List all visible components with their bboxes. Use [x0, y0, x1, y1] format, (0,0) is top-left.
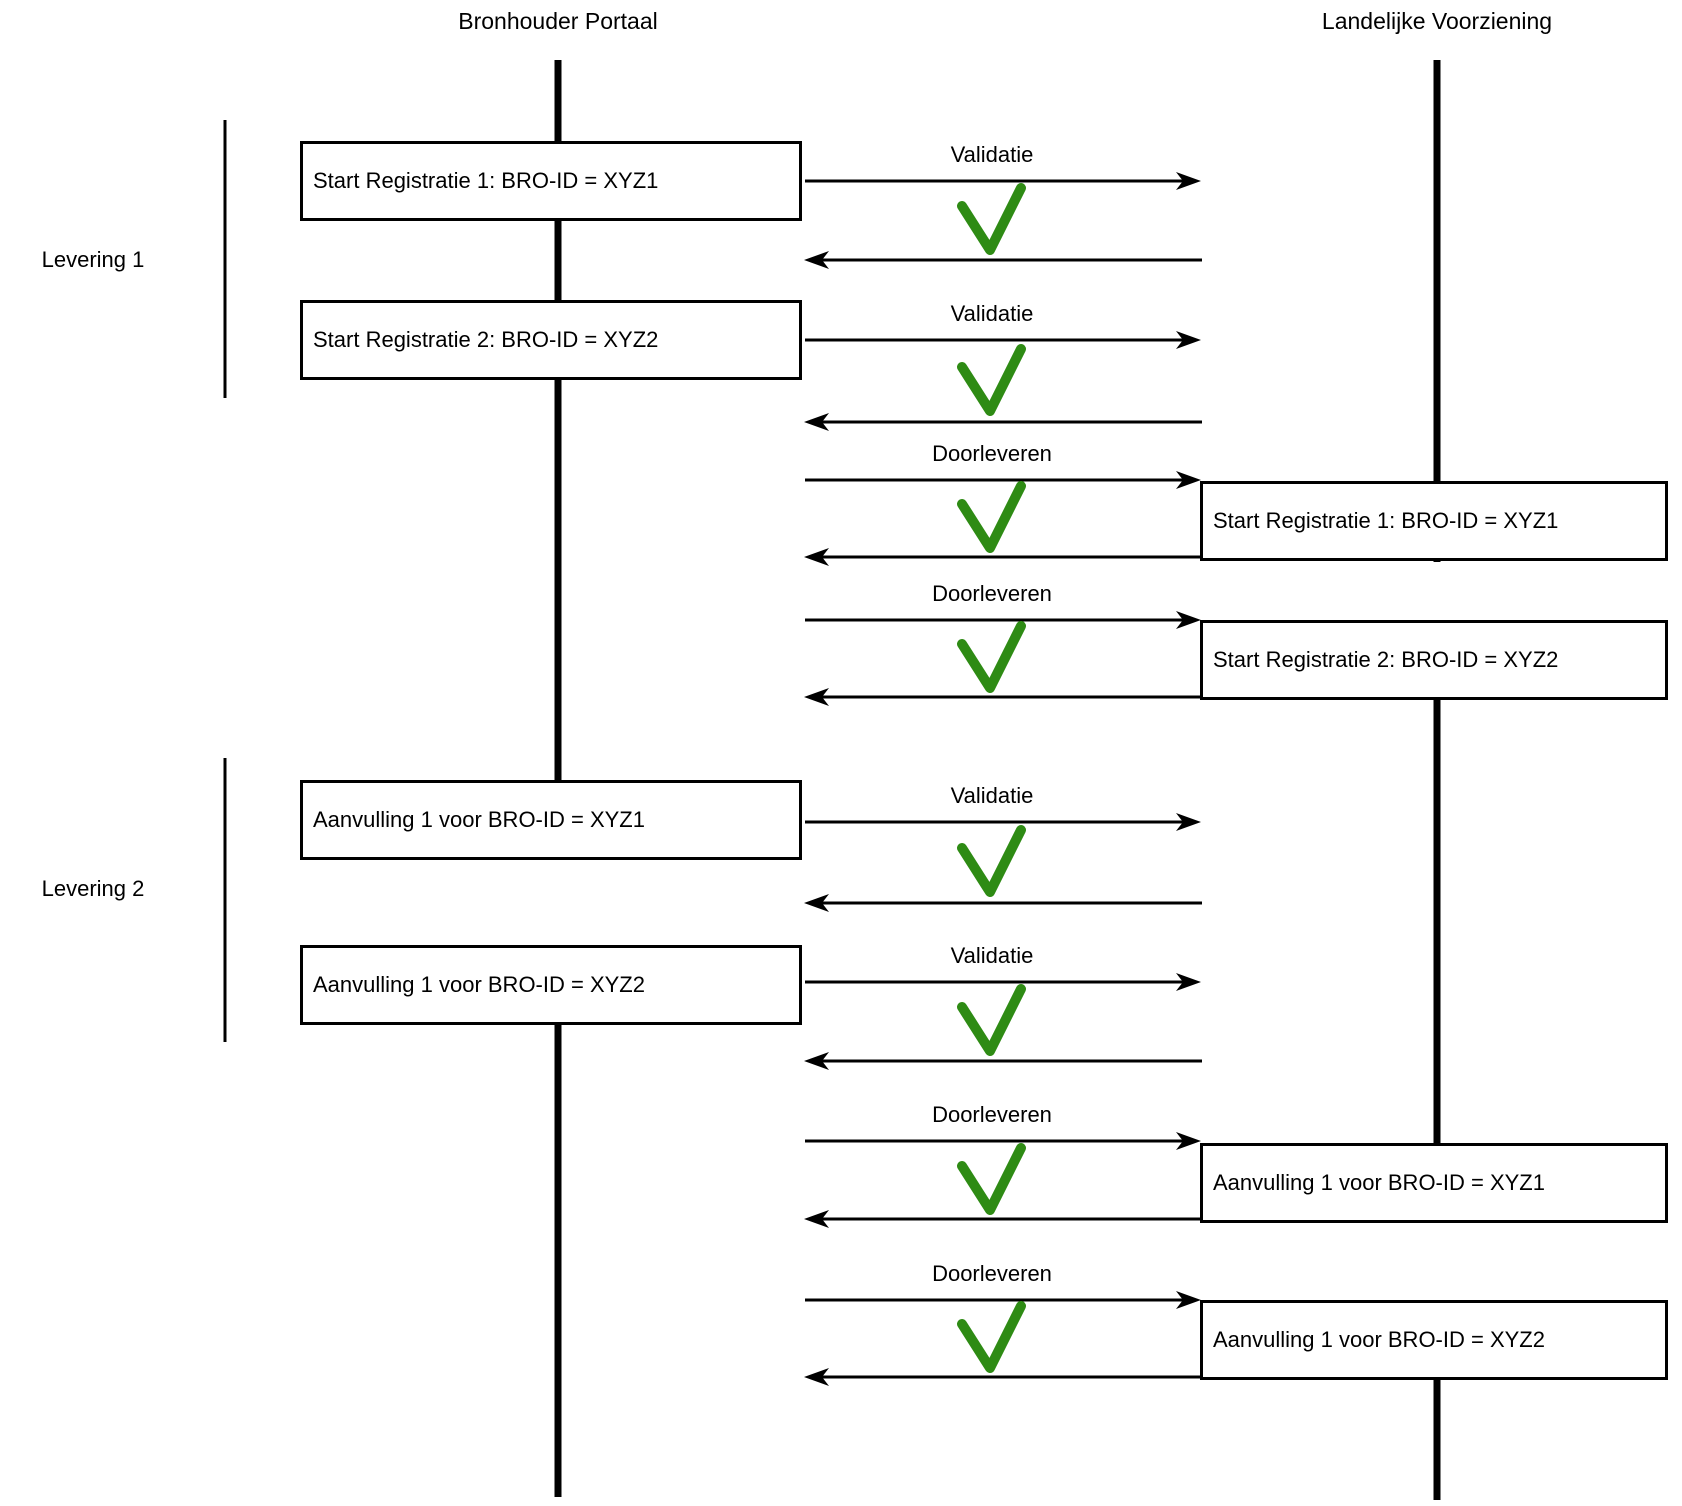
check-icon	[957, 621, 1026, 693]
message-text: Start Registratie 1: BRO-ID = XYZ1	[1213, 508, 1559, 533]
arrowhead-right-icon	[1176, 813, 1201, 831]
arrowhead-left-icon	[804, 1368, 829, 1386]
group-label-levering-1: Levering 1	[41, 247, 145, 272]
arrow-label-doorleveren-1: Doorleveren	[932, 441, 1052, 466]
arrowhead-right-icon	[1176, 611, 1201, 629]
request-arrow-validatie-4	[805, 973, 1201, 991]
response-arrow-validatie-4	[804, 1052, 1202, 1070]
request-arrow-validatie-1	[805, 172, 1201, 190]
arrowhead-left-icon	[804, 413, 829, 431]
arrowhead-right-icon	[1176, 331, 1201, 349]
request-arrow-validatie-3	[805, 813, 1201, 831]
lv-message-box-start-registratie-2: Start Registratie 2: BRO-ID = XYZ2	[1200, 620, 1668, 700]
arrowhead-left-icon	[804, 1210, 829, 1228]
message-text: Aanvulling 1 voor BRO-ID = XYZ2	[1213, 1327, 1545, 1352]
request-arrow-doorleveren-4	[805, 1291, 1201, 1309]
arrowhead-left-icon	[804, 251, 829, 269]
response-arrow-doorleveren-2	[804, 688, 1202, 706]
check-icon	[957, 344, 1026, 416]
check-icon	[957, 481, 1026, 553]
response-arrow-doorleveren-3	[804, 1210, 1202, 1228]
arrowhead-right-icon	[1176, 172, 1201, 190]
response-arrow-validatie-1	[804, 251, 1202, 269]
request-arrow-doorleveren-3	[805, 1132, 1201, 1150]
request-arrow-doorleveren-2	[805, 611, 1201, 629]
arrowhead-left-icon	[804, 894, 829, 912]
response-arrow-validatie-3	[804, 894, 1202, 912]
message-text: Start Registratie 1: BRO-ID = XYZ1	[313, 168, 659, 193]
portal-message-box-start-registratie-2: Start Registratie 2: BRO-ID = XYZ2	[300, 300, 802, 380]
actor-title-bronhouder-portaal: Bronhouder Portaal	[458, 8, 658, 34]
message-text: Aanvulling 1 voor BRO-ID = XYZ1	[1213, 1170, 1545, 1195]
check-icon	[957, 1143, 1026, 1215]
portal-message-box-start-registratie-1: Start Registratie 1: BRO-ID = XYZ1	[300, 141, 802, 221]
request-arrow-validatie-2	[805, 331, 1201, 349]
arrow-label-validatie-1: Validatie	[950, 142, 1034, 167]
check-icon	[957, 984, 1026, 1056]
lv-message-box-aanvulling-1-xyz1: Aanvulling 1 voor BRO-ID = XYZ1	[1200, 1143, 1668, 1223]
response-arrow-doorleveren-4	[804, 1368, 1202, 1386]
portal-message-box-aanvulling-1-xyz1: Aanvulling 1 voor BRO-ID = XYZ1	[300, 780, 802, 860]
arrowhead-right-icon	[1176, 471, 1201, 489]
request-arrow-doorleveren-1	[805, 471, 1201, 489]
arrow-label-doorleveren-3: Doorleveren	[932, 1102, 1052, 1127]
arrowhead-right-icon	[1176, 1291, 1201, 1309]
message-text: Start Registratie 2: BRO-ID = XYZ2	[1213, 647, 1559, 672]
arrowhead-left-icon	[804, 1052, 829, 1070]
message-text: Start Registratie 2: BRO-ID = XYZ2	[313, 327, 659, 352]
arrowhead-left-icon	[804, 548, 829, 566]
arrow-label-validatie-4: Validatie	[950, 943, 1034, 968]
arrow-label-validatie-2: Validatie	[950, 301, 1034, 326]
message-text: Aanvulling 1 voor BRO-ID = XYZ1	[313, 807, 645, 832]
group-label-levering-2: Levering 2	[41, 876, 145, 901]
portal-message-box-aanvulling-1-xyz2: Aanvulling 1 voor BRO-ID = XYZ2	[300, 945, 802, 1025]
arrowhead-left-icon	[804, 688, 829, 706]
lv-message-box-start-registratie-1: Start Registratie 1: BRO-ID = XYZ1	[1200, 481, 1668, 561]
check-icon	[957, 825, 1026, 897]
response-arrow-doorleveren-1	[804, 548, 1202, 566]
check-icon	[957, 183, 1026, 255]
actor-title-landelijke-voorziening: Landelijke Voorziening	[1321, 8, 1553, 34]
arrow-label-validatie-3: Validatie	[950, 783, 1034, 808]
arrow-label-doorleveren-4: Doorleveren	[932, 1261, 1052, 1286]
lv-message-box-aanvulling-1-xyz2: Aanvulling 1 voor BRO-ID = XYZ2	[1200, 1300, 1668, 1380]
arrowhead-right-icon	[1176, 973, 1201, 991]
arrow-label-doorleveren-2: Doorleveren	[932, 581, 1052, 606]
arrowhead-right-icon	[1176, 1132, 1201, 1150]
check-icon	[957, 1301, 1026, 1373]
response-arrow-validatie-2	[804, 413, 1202, 431]
message-text: Aanvulling 1 voor BRO-ID = XYZ2	[313, 972, 645, 997]
